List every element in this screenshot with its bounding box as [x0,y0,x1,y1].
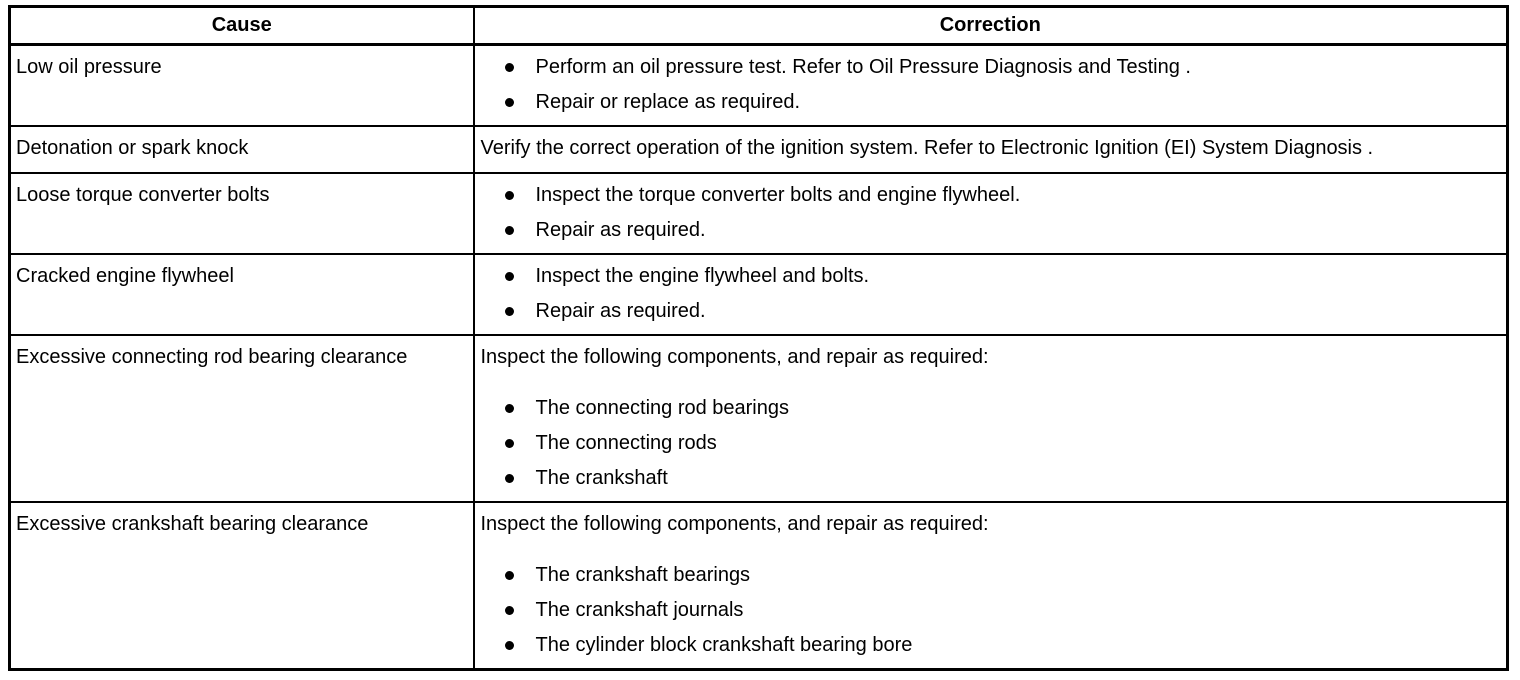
bullet-icon [504,474,514,483]
list-item: Inspect the engine flywheel and bolts. [481,263,1497,289]
list-item: Inspect the torque converter bolts and e… [481,182,1497,208]
correction-cell: Perform an oil pressure test. Refer to O… [474,45,1508,127]
list-item: Repair as required. [481,217,1497,243]
list-item: The crankshaft journals [481,597,1497,623]
bullet-icon [504,272,514,281]
table-header: Cause Correction [9,6,1508,46]
table-row: Detonation or spark knock Verify the cor… [9,125,1508,173]
correction-bullet-list: Inspect the torque converter bolts and e… [481,182,1497,243]
table-row: Low oil pressure Perform an oil pressure… [9,44,1508,127]
bullet-icon [504,307,514,316]
cause-cell: Cracked engine flywheel [9,253,475,335]
bullet-icon [504,63,514,72]
column-header-correction: Correction [473,6,1508,46]
column-header-cause: Cause [9,6,475,46]
list-item-label: Repair or replace as required. [535,91,801,113]
correction-paragraph: Verify the correct operation of the igni… [480,137,1374,159]
list-item-label: The crankshaft journals [535,599,744,621]
cause-cell: Loose torque converter bolts [9,172,475,254]
list-item-label: The connecting rod bearings [535,397,790,419]
bullet-icon [504,226,514,235]
list-item: The crankshaft bearings [481,562,1497,588]
list-item-label: Repair as required. [535,219,706,241]
cause-cell: Excessive connecting rod bearing clearan… [9,334,475,502]
list-item: The connecting rods [481,430,1497,456]
list-item: The cylinder block crankshaft bearing bo… [481,632,1497,658]
cause-correction-table: Cause Correction Low oil pressure Perfor… [8,5,1509,671]
table-row: Excessive connecting rod bearing clearan… [9,334,1508,502]
correction-bullet-list: Perform an oil pressure test. Refer to O… [481,54,1497,115]
list-item-label: The cylinder block crankshaft bearing bo… [535,634,913,656]
bullet-icon [504,606,514,615]
correction-cell: Inspect the following components, and re… [473,501,1508,670]
bullet-icon [504,98,514,107]
correction-bullet-list: The crankshaft bearings The crankshaft j… [481,562,1497,658]
correction-cell: Inspect the following components, and re… [473,334,1508,502]
bullet-icon [504,571,514,580]
list-item: Repair or replace as required. [481,89,1497,115]
list-item: The crankshaft [481,465,1497,491]
cause-cell: Detonation or spark knock [9,125,475,173]
table-body: Low oil pressure Perform an oil pressure… [9,44,1508,670]
list-item: Perform an oil pressure test. Refer to O… [481,54,1497,80]
list-item: The connecting rod bearings [481,395,1497,421]
correction-bullet-list: The connecting rod bearings The connecti… [481,395,1497,491]
diagnostic-table-container: Cause Correction Low oil pressure Perfor… [8,5,1509,671]
list-item-label: The crankshaft bearings [535,564,751,586]
correction-lead-text: Inspect the following components, and re… [480,513,989,535]
list-item: Repair as required. [481,298,1497,324]
correction-cell: Inspect the engine flywheel and bolts. R… [473,253,1508,335]
correction-cell: Verify the correct operation of the igni… [473,125,1508,173]
table-row: Loose torque converter bolts Inspect the… [9,172,1508,254]
list-item-label: Inspect the torque converter bolts and e… [535,184,1021,206]
correction-cell: Inspect the torque converter bolts and e… [473,172,1508,254]
table-row: Excessive crankshaft bearing clearance I… [9,501,1508,670]
list-item-label: Perform an oil pressure test. Refer to O… [535,56,1191,78]
list-item-label: The crankshaft [535,467,668,489]
correction-lead-text: Inspect the following components, and re… [480,346,989,368]
cause-cell: Excessive crankshaft bearing clearance [9,501,475,670]
bullet-icon [504,404,514,413]
list-item-label: Inspect the engine flywheel and bolts. [535,265,870,287]
bullet-icon [504,191,514,200]
table-header-row: Cause Correction [9,6,1508,46]
table-row: Cracked engine flywheel Inspect the engi… [9,253,1508,335]
bullet-icon [504,439,514,448]
list-item-label: The connecting rods [535,432,717,454]
cause-cell: Low oil pressure [9,44,475,126]
correction-bullet-list: Inspect the engine flywheel and bolts. R… [481,263,1497,324]
bullet-icon [504,641,514,650]
list-item-label: Repair as required. [535,300,706,322]
